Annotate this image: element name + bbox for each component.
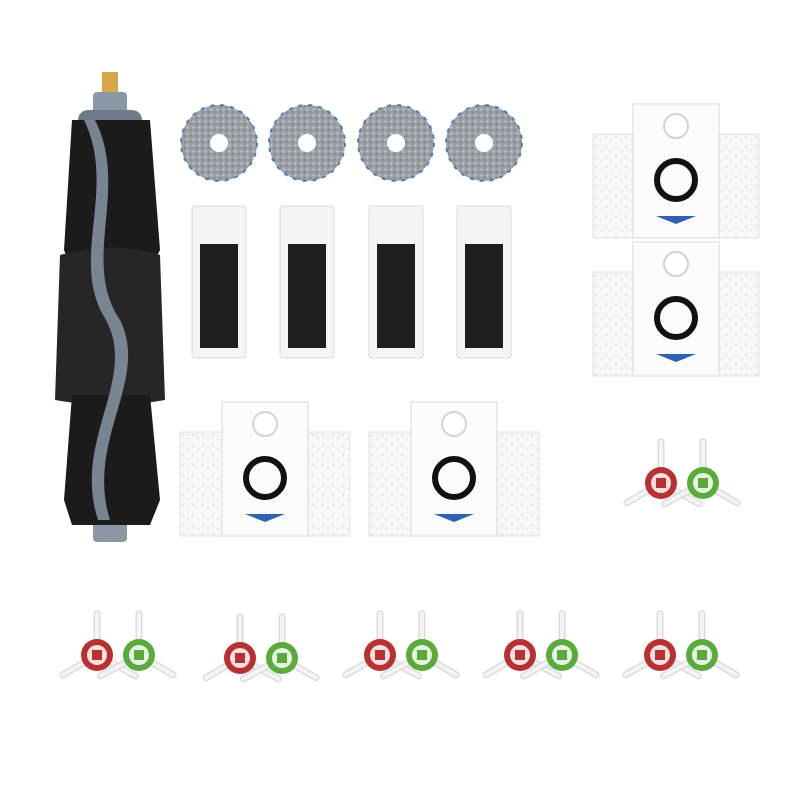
- side-brush: [661, 438, 741, 508]
- roller-helix: [84, 120, 129, 520]
- roller-fin-lower: [64, 395, 160, 525]
- dust-bags: [179, 103, 760, 537]
- hepa-filter: [368, 205, 424, 359]
- side-brush: [482, 610, 562, 680]
- side-brush: [97, 610, 177, 680]
- roller-end-cap-top: [93, 92, 127, 114]
- hepa-filter: [191, 205, 247, 359]
- side-brush: [342, 610, 422, 680]
- hepa-filters: [191, 205, 512, 359]
- side-brush: [59, 610, 139, 680]
- mop-pad: [445, 104, 523, 182]
- hepa-filter: [279, 205, 335, 359]
- dust-bag: [368, 401, 540, 537]
- side-brush: [622, 610, 702, 680]
- mop-pad: [180, 104, 258, 182]
- side-brush: [660, 610, 740, 680]
- mop-pad: [268, 104, 346, 182]
- side-brush: [520, 610, 600, 680]
- roller-fin-upper: [64, 120, 160, 270]
- hepa-filter: [456, 205, 512, 359]
- side-brush: [380, 610, 460, 680]
- roller-axle-tip: [102, 72, 118, 94]
- dust-bag: [592, 241, 760, 377]
- side-brush: [240, 613, 320, 683]
- dust-bag: [179, 401, 351, 537]
- mop-pads: [180, 104, 523, 182]
- side-brushes: [59, 438, 741, 683]
- mop-pad: [357, 104, 435, 182]
- main-roller-brush: [55, 72, 165, 542]
- dust-bag: [592, 103, 760, 239]
